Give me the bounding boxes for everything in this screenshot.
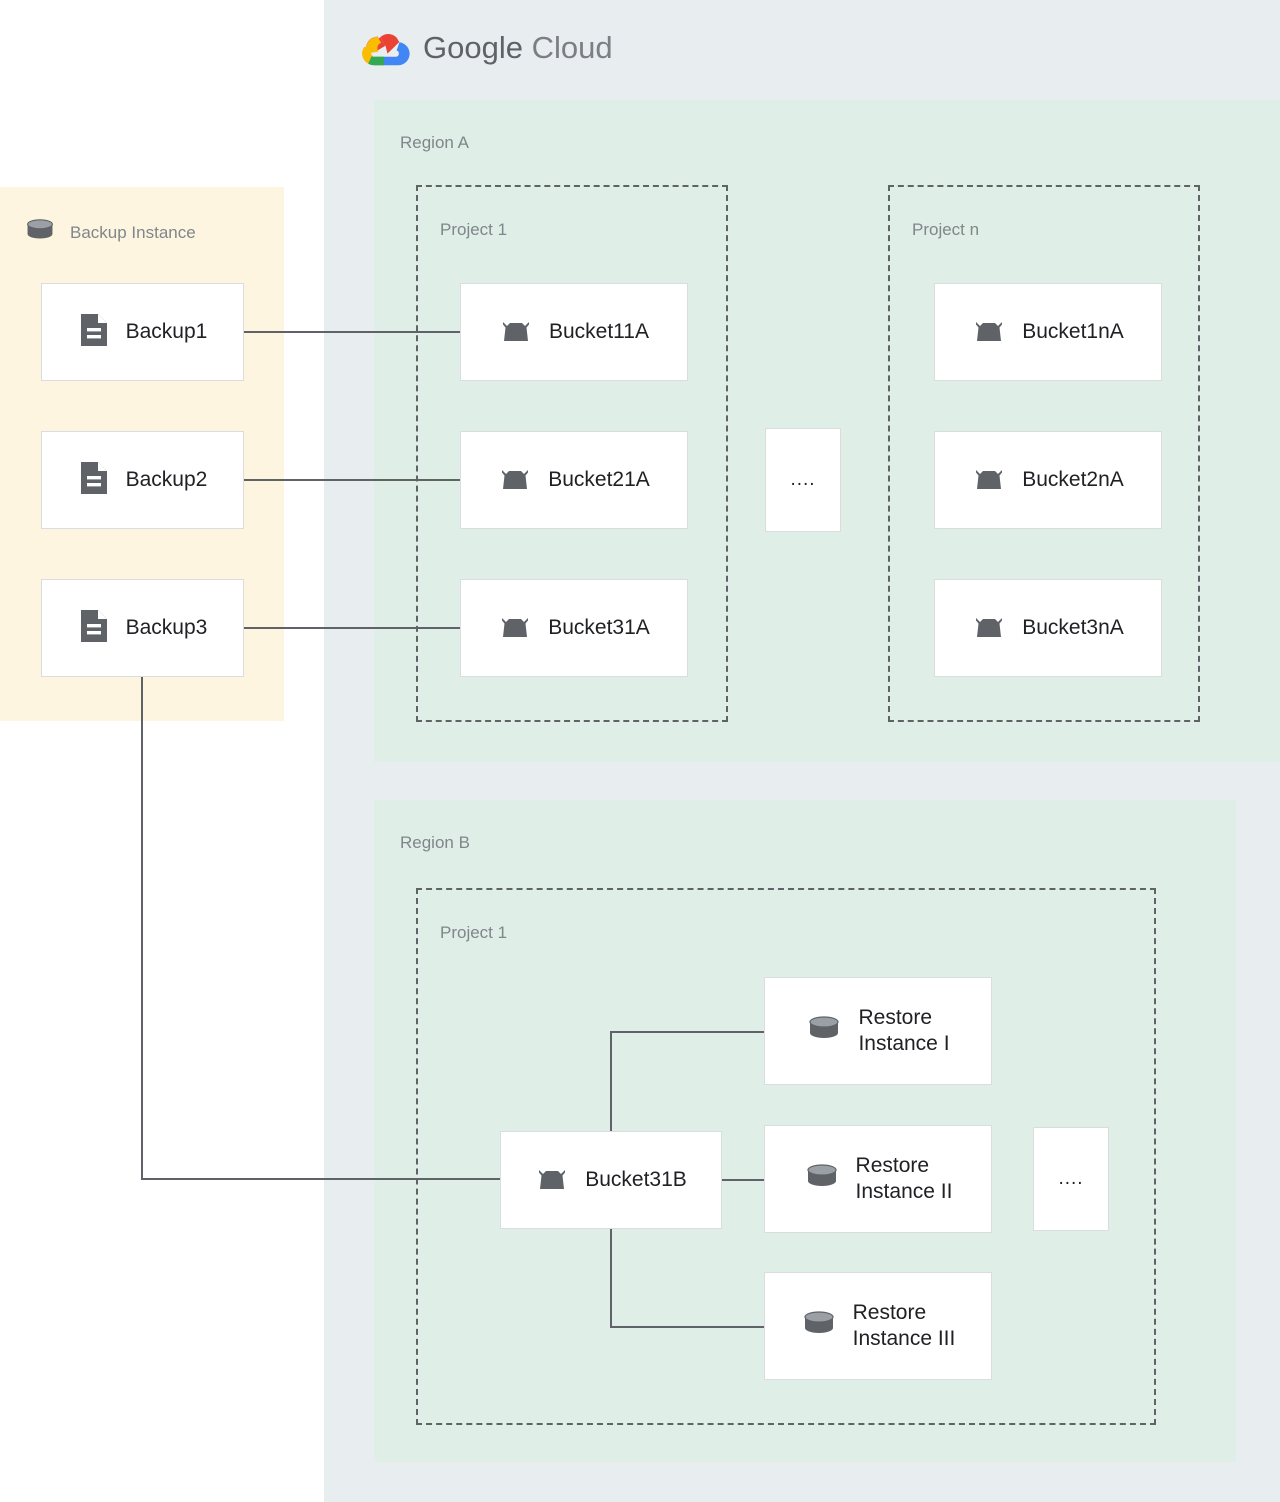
region-b-project-1-box: Project 1 xyxy=(416,888,1156,1425)
restore-instance-card-i[interactable]: Restore Instance I xyxy=(764,977,992,1085)
region-b-label: Region B xyxy=(400,833,470,852)
bucket-icon xyxy=(972,461,1006,500)
region-a-project-1-label: Project 1 xyxy=(440,220,508,239)
region-a-project-n-box: Project n xyxy=(888,185,1200,722)
bucket-card-bucket2na[interactable]: Bucket2nA xyxy=(934,431,1162,529)
ellipsis-label: .... xyxy=(790,469,816,491)
restore-instance-label: Restore Instance II xyxy=(855,1153,953,1203)
connector-bucket31b-to-restore-ii xyxy=(722,1179,764,1181)
document-icon xyxy=(78,608,110,649)
bucket-icon xyxy=(972,609,1006,648)
bucket-label: Bucket2nA xyxy=(1022,467,1124,491)
bucket-label: Bucket11A xyxy=(548,319,649,343)
connector-bucket31b-down-vertical xyxy=(610,1229,612,1326)
bucket-icon xyxy=(972,313,1006,352)
connector-bucket31b-to-restore-iii xyxy=(610,1326,764,1328)
google-cloud-logo-icon xyxy=(358,26,410,70)
bucket-label: Bucket21A xyxy=(548,467,650,491)
connector-backup2-to-bucket21a xyxy=(244,479,460,481)
bucket-label: Bucket31A xyxy=(548,615,650,639)
brand-word-cloud: Cloud xyxy=(531,30,613,65)
bucket-card-bucket21a[interactable]: Bucket21A xyxy=(460,431,688,529)
bucket-icon xyxy=(498,461,532,500)
connector-backup1-to-bucket11a xyxy=(244,331,460,333)
restore-instance-card-iii[interactable]: Restore Instance III xyxy=(764,1272,992,1380)
bucket-card-bucket31b[interactable]: Bucket31B xyxy=(500,1131,722,1229)
backup-label: Backup2 xyxy=(125,467,208,491)
bucket-card-bucket31a[interactable]: Bucket31A xyxy=(460,579,688,677)
database-cylinder-icon xyxy=(806,1014,842,1049)
connector-backup3-to-bucket31a xyxy=(244,627,460,629)
region-a-project-1-box: Project 1 xyxy=(416,185,728,722)
connector-backup3-down-vertical xyxy=(141,677,143,1180)
database-cylinder-icon xyxy=(804,1162,840,1197)
google-cloud-panel: Google Cloud Region A Project 1 Project … xyxy=(324,0,1280,1502)
backup-label: Backup3 xyxy=(125,615,208,639)
connector-backup3-to-bucket31b xyxy=(141,1178,500,1180)
restore-instance-card-ii[interactable]: Restore Instance II xyxy=(764,1125,992,1233)
bucket-card-bucket1na[interactable]: Bucket1nA xyxy=(934,283,1162,381)
google-cloud-wordmark: Google Cloud xyxy=(423,30,613,66)
database-cylinder-icon xyxy=(801,1309,837,1344)
document-icon xyxy=(78,312,110,353)
backup-card-backup2[interactable]: Backup2 xyxy=(41,431,244,529)
bucket-card-bucket11a[interactable]: Bucket11A xyxy=(460,283,688,381)
database-cylinder-icon xyxy=(24,217,56,249)
google-cloud-brand: Google Cloud xyxy=(358,26,613,70)
backup-instance-title: Backup Instance xyxy=(70,223,196,242)
connector-bucket31b-up-vertical xyxy=(610,1031,612,1131)
bucket-label: Bucket3nA xyxy=(1022,615,1124,639)
restore-instance-label: Restore Instance I xyxy=(858,1005,950,1055)
document-icon xyxy=(78,460,110,501)
brand-word-google: Google xyxy=(423,30,523,65)
bucket-icon xyxy=(535,1161,569,1200)
bucket-icon xyxy=(498,609,532,648)
bucket-label: Bucket1nA xyxy=(1022,319,1124,343)
region-b-project-1-label: Project 1 xyxy=(440,923,508,942)
region-a-label: Region A xyxy=(400,133,469,152)
region-a-ellipsis-card: .... xyxy=(765,428,841,532)
bucket-label: Bucket31B xyxy=(585,1167,687,1191)
region-b-ellipsis-card: .... xyxy=(1033,1127,1109,1231)
restore-instance-label: Restore Instance III xyxy=(852,1300,956,1350)
region-a-project-n-label: Project n xyxy=(912,220,980,239)
bucket-card-bucket3na[interactable]: Bucket3nA xyxy=(934,579,1162,677)
backup-label: Backup1 xyxy=(125,319,208,343)
ellipsis-label: .... xyxy=(1058,1168,1084,1190)
bucket-icon xyxy=(499,313,533,352)
backup-card-backup3[interactable]: Backup3 xyxy=(41,579,244,677)
connector-bucket31b-to-restore-i xyxy=(610,1031,764,1033)
backup-card-backup1[interactable]: Backup1 xyxy=(41,283,244,381)
backup-instance-header: Backup Instance xyxy=(24,217,196,249)
